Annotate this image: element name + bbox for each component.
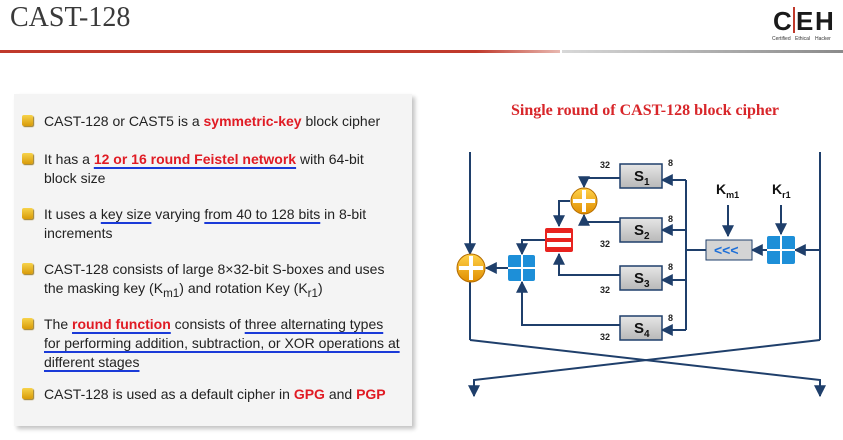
bullet-item: CAST-128 is used as a default cipher in …	[20, 385, 400, 404]
bits-in-s3: 32	[600, 285, 610, 295]
kr-xor-box-icon	[767, 236, 795, 264]
bullet-item: It has a 12 or 16 round Feistel network …	[20, 150, 400, 205]
s2-out	[578, 213, 620, 226]
adder-plus-icon	[570, 187, 598, 215]
s3-out	[553, 252, 620, 276]
s1-out	[578, 176, 620, 189]
bullet-square-icon	[22, 115, 33, 126]
header-rule-right	[562, 50, 843, 53]
diagram-title: Single round of CAST-128 block cipher	[510, 102, 780, 119]
bullet-item: CAST-128 or CAST5 is a symmetric-key blo…	[20, 112, 400, 150]
svg-text:S4: S4	[634, 320, 650, 340]
bits-out-s1: 8	[668, 158, 673, 168]
key-kr1: Kr1	[772, 181, 791, 200]
ceh-logo: C E H Certified Ethical Hacker	[771, 4, 837, 42]
bus	[685, 180, 706, 251]
bullet-panel	[14, 94, 412, 426]
bullet-square-icon	[22, 208, 33, 219]
svg-text:S1: S1	[634, 168, 650, 188]
subtract-icon	[545, 228, 573, 252]
bullet-square-icon	[22, 388, 33, 399]
logo-sub-2: Ethical	[795, 36, 810, 42]
adder-out	[553, 200, 570, 228]
bullet-item: CAST-128 consists of large 8×32-bit S-bo…	[20, 260, 400, 315]
rotate-left-box: <<<	[705, 239, 753, 261]
rotate-label: <<<	[714, 242, 739, 258]
s4-out	[516, 280, 620, 326]
bullet-square-icon	[22, 263, 33, 274]
bullet-square-icon	[22, 153, 33, 164]
crossover-right	[468, 339, 821, 398]
sbox-1: S1	[619, 163, 663, 189]
logo-letter-h: H	[815, 6, 834, 36]
bits-in-s2: 32	[600, 239, 610, 249]
logo-letter-e: E	[796, 6, 813, 36]
svg-text:S2: S2	[634, 222, 650, 242]
xor-box-icon	[508, 255, 535, 281]
header-rule-left	[0, 50, 560, 53]
sbox-3: S3	[619, 265, 663, 291]
bits-in-s4: 32	[600, 332, 610, 342]
bits-in-s1: 32	[600, 160, 610, 170]
svg-text:S3: S3	[634, 270, 650, 290]
bullet-item: The round function consists of three alt…	[20, 315, 400, 385]
page-title: CAST-128	[10, 2, 131, 33]
logo-sub-1: Certified	[772, 36, 791, 42]
bullet-square-icon	[22, 318, 33, 329]
bullet-item: It uses a key size varying from 40 to 12…	[20, 205, 400, 260]
crossover-left	[469, 339, 826, 398]
sbox-2: S2	[619, 217, 663, 243]
bits-out-s4: 8	[668, 313, 673, 323]
bits-out-s3: 8	[668, 262, 673, 272]
bits-out-s2: 8	[668, 214, 673, 224]
sbox-4: S4	[619, 315, 663, 341]
logo-letter-c: C	[773, 6, 792, 36]
bullet-list: CAST-128 or CAST5 is a symmetric-key blo…	[20, 112, 400, 404]
left-adder-plus-icon	[456, 253, 486, 283]
sub-out	[516, 239, 545, 256]
logo-sub-3: Hacker	[815, 36, 831, 42]
key-km1: Km1	[716, 181, 739, 200]
